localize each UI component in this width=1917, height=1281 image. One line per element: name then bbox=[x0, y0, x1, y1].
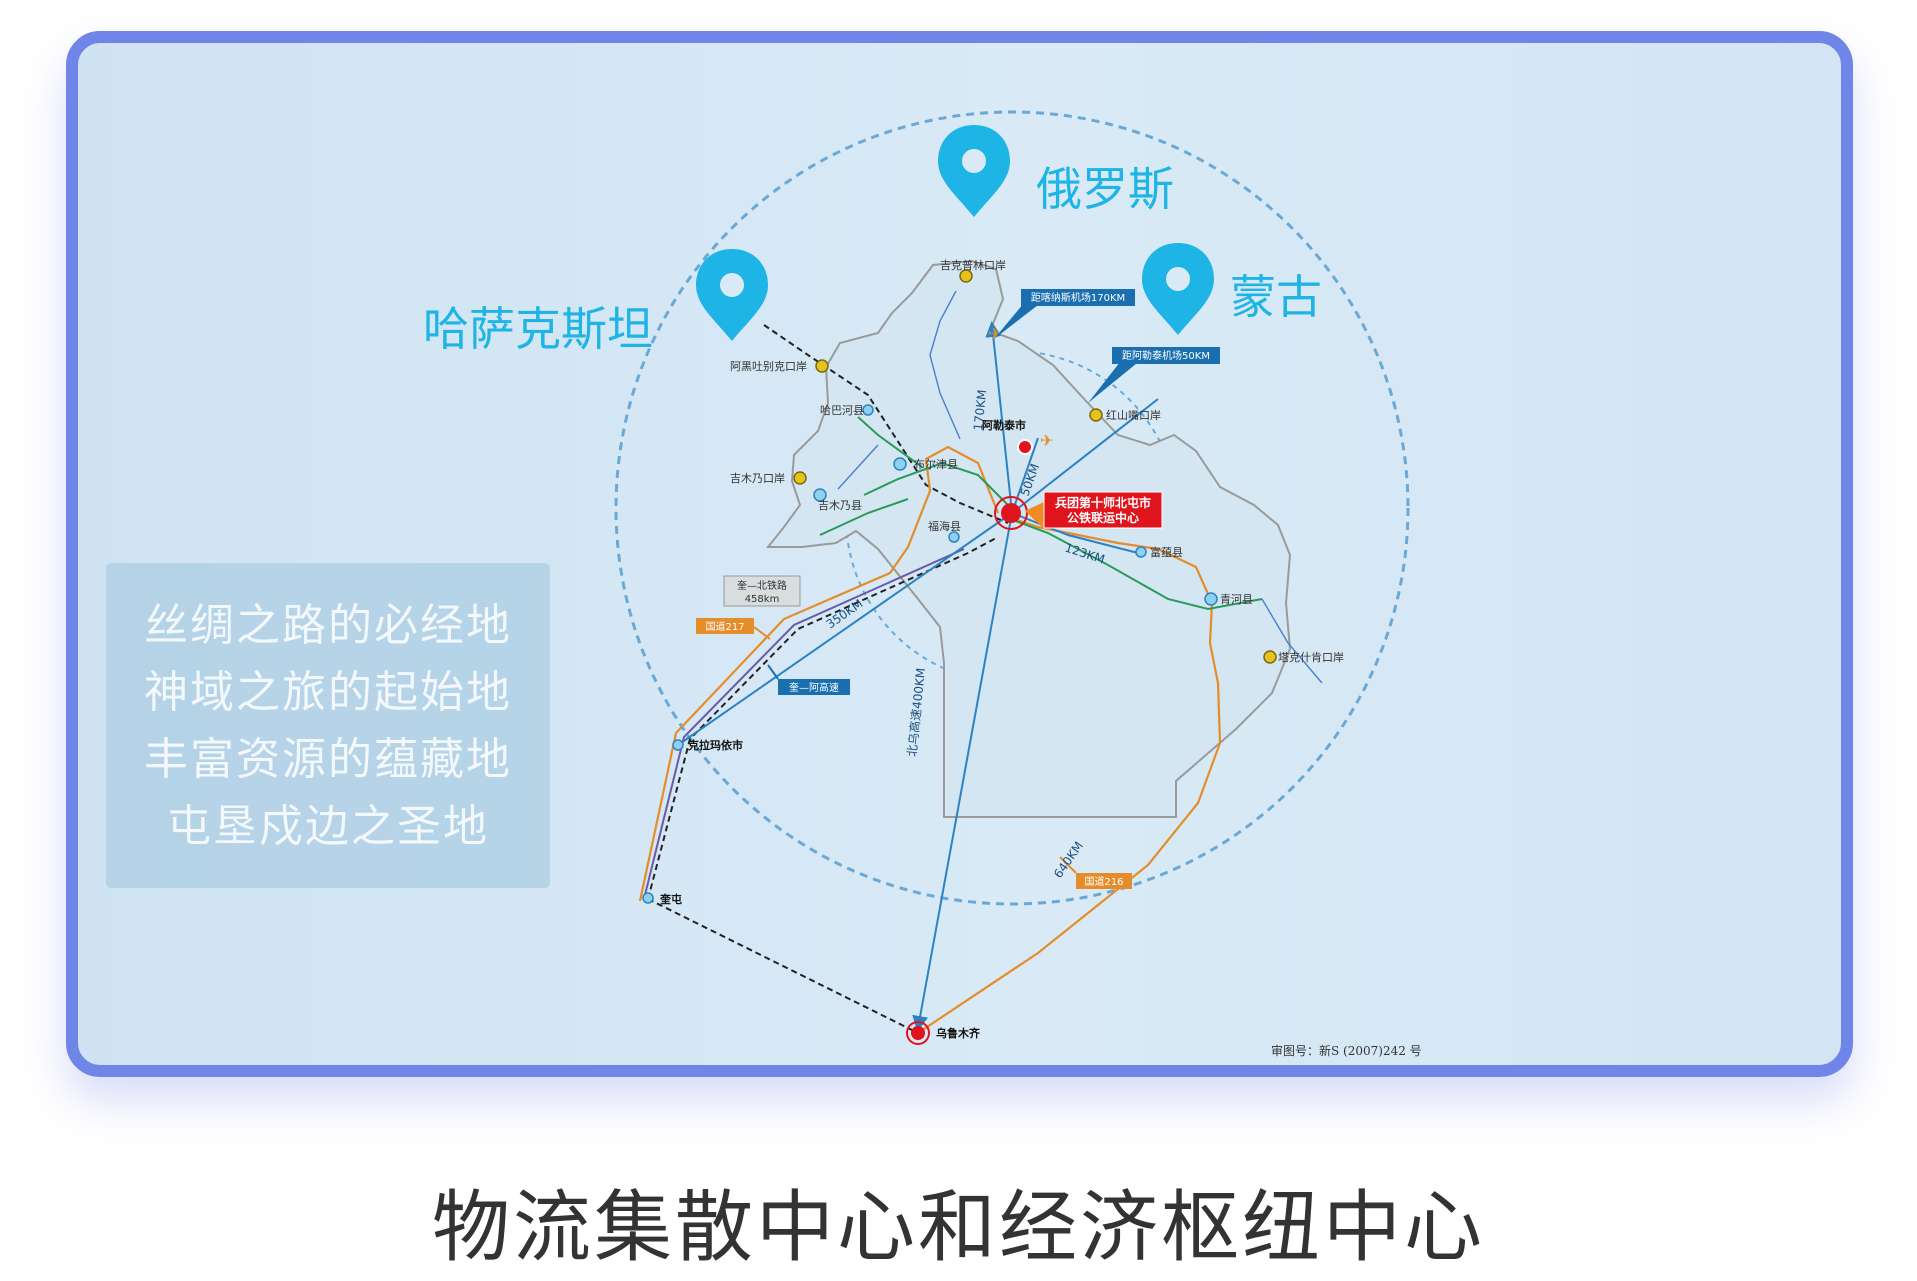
label-habahe: 哈巴河县 bbox=[820, 404, 864, 417]
label-altay: 阿勒泰市 bbox=[982, 418, 1026, 432]
label-jikepulin: 吉克普林口岸 bbox=[940, 258, 1006, 272]
label-hongshanzui: 红山嘴口岸 bbox=[1106, 409, 1161, 422]
altay-callout-text: 距阿勒泰机场50KM bbox=[1122, 349, 1210, 362]
page-caption: 物流集散中心和经济枢纽中心 bbox=[431, 1183, 1485, 1273]
map-card: 兵团第十师北屯市 公铁联运中心 ✈ ✈ 距喀纳斯机场170KM 距阿勒泰机场50… bbox=[66, 31, 1853, 1077]
urumqi-outer bbox=[906, 1021, 930, 1045]
label-kuitun: 奎屯 bbox=[659, 892, 682, 906]
altay-callout-pointer bbox=[1088, 357, 1142, 403]
location-pin-icon bbox=[938, 125, 1010, 217]
airplane-icon-kanas: ✈ bbox=[988, 324, 1001, 343]
altay-callout-box bbox=[1112, 347, 1220, 364]
slogan-panel: 丝绸之路的必经地 神域之旅的起始地 丰富资源的蕴藏地 屯垦戍边之圣地 bbox=[106, 563, 550, 888]
expressway-callout-leader bbox=[767, 664, 779, 680]
kanas-callout-box bbox=[1021, 289, 1135, 306]
town-markers bbox=[642, 404, 1218, 904]
expressway-callout-box bbox=[778, 679, 850, 695]
location-pin-icon bbox=[1142, 243, 1214, 335]
center-marker-outer bbox=[994, 496, 1028, 530]
outer-range-circle bbox=[614, 110, 1410, 906]
g217-callout-leader bbox=[753, 626, 771, 640]
kanas-callout-text: 距喀纳斯机场170KM bbox=[1031, 291, 1125, 304]
urumqi-marker bbox=[911, 1026, 925, 1040]
railway-accent bbox=[643, 548, 965, 900]
location-pin-icon bbox=[696, 249, 768, 341]
label-aheitubieke: 阿黑吐别克口岸 bbox=[730, 360, 807, 373]
label-fuyun: 富蕴县 bbox=[1150, 545, 1183, 559]
airplane-icon-altay: ✈ bbox=[1040, 431, 1053, 450]
slogan-line: 屯垦戍边之圣地 bbox=[167, 800, 489, 852]
railway-callout-text: 奎—北铁路 bbox=[737, 579, 787, 592]
distance-label-400: 北乌高速400KM bbox=[904, 667, 928, 757]
slogan-line: 丰富资源的蕴藏地 bbox=[144, 733, 512, 785]
label-takeshiken: 塔克什肯口岸 bbox=[1278, 651, 1344, 664]
g217-callout-box bbox=[696, 618, 754, 634]
map-approval-number: 审图号：新S (2007)242 号 bbox=[1271, 1044, 1422, 1058]
label-jimunai-port: 吉木乃口岸 bbox=[730, 472, 785, 485]
distance-lines bbox=[677, 321, 1159, 1032]
label-karamay: 克拉玛依市 bbox=[688, 738, 743, 752]
label-buerjin: 布尔津县 bbox=[914, 458, 958, 471]
country-label-kazakhstan: 哈萨克斯坦 bbox=[423, 302, 653, 356]
minor-routes bbox=[837, 290, 1323, 684]
national-roads bbox=[638, 445, 1222, 1034]
region-boundary bbox=[765, 259, 1292, 818]
country-label-russia: 俄罗斯 bbox=[1036, 162, 1174, 216]
label-urumqi: 乌鲁木齐 bbox=[936, 1026, 981, 1040]
slogan-line: 神域之旅的起始地 bbox=[144, 666, 512, 718]
g217-callout-text: 国道217 bbox=[705, 620, 744, 633]
country-label-mongolia: 蒙古 bbox=[1230, 270, 1322, 324]
region-map: 兵团第十师北屯市 公铁联运中心 ✈ ✈ 距喀纳斯机场170KM 距阿勒泰机场50… bbox=[423, 110, 1410, 1045]
center-label-line1: 兵团第十师北屯市 bbox=[1055, 495, 1151, 510]
expressway-callout-text: 奎—阿高速 bbox=[789, 681, 839, 694]
altay-city-marker bbox=[1017, 439, 1033, 455]
label-fuhai: 福海县 bbox=[928, 519, 961, 533]
label-jimunai: 吉木乃县 bbox=[818, 499, 862, 512]
label-qinghe: 青河县 bbox=[1220, 593, 1253, 606]
distance-label-170: 170KM bbox=[971, 389, 989, 431]
railway-callout-length: 458km bbox=[745, 594, 780, 605]
center-label-box bbox=[1043, 491, 1163, 529]
g216-callout-text: 国道216 bbox=[1084, 875, 1123, 888]
center-marker bbox=[1001, 503, 1021, 523]
kanas-callout-pointer bbox=[994, 303, 1038, 339]
center-label-line2: 公铁联运中心 bbox=[1067, 510, 1139, 525]
regional-roads bbox=[819, 416, 1263, 611]
slogan-line: 丝绸之路的必经地 bbox=[144, 599, 512, 651]
port-markers bbox=[793, 269, 1277, 664]
g216-callout-leader bbox=[1059, 856, 1077, 874]
g216-callout-box bbox=[1076, 873, 1132, 889]
railway-line bbox=[647, 324, 1009, 1034]
railway-callout-box bbox=[723, 575, 801, 607]
